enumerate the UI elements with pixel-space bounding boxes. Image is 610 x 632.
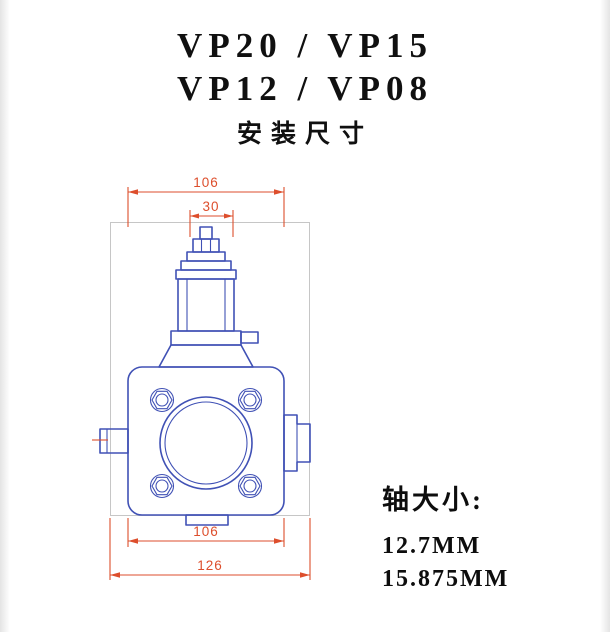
shaft-size-value-1: 12.7MM (382, 533, 482, 559)
bolt-hole-bottom-left (149, 473, 175, 499)
title-line-2: VP12 / VP08 (177, 69, 433, 108)
page-edge-right (600, 0, 610, 632)
dim-label-adjuster-width: 30 (202, 199, 219, 214)
pilot-boss-inner-circle (164, 401, 248, 485)
dimension-flange-width: 106 (127, 518, 285, 547)
bolt-hole-top-left (149, 387, 175, 413)
housing-flange (170, 330, 242, 346)
dimension-overall-width: 126 (109, 518, 311, 580)
shaft-size-value-2: 15.875MM (382, 566, 510, 592)
inlet-port-left (92, 428, 129, 454)
bolt-hole-bottom-right (237, 473, 263, 499)
dim-label-overall-width: 126 (197, 558, 223, 573)
adjuster-locknut (192, 238, 220, 253)
dim-label-top-width: 106 (193, 175, 219, 190)
shaft-size-label: 轴大小: (382, 485, 484, 515)
title-line-1: VP20 / VP15 (177, 26, 433, 65)
title-block: VP20 / VP15 VP12 / VP08 安装尺寸 (0, 24, 610, 150)
subtitle: 安装尺寸 (236, 121, 373, 148)
dimension-top-width: 106 (127, 175, 285, 227)
bottom-tab (185, 514, 229, 526)
housing-side-lug (240, 331, 259, 344)
shaft-size-block: 轴大小: 12.7MM 15.875MM (382, 478, 509, 596)
adjuster-cap (199, 226, 213, 240)
outlet-port-right (283, 414, 311, 472)
flange-outline (127, 366, 285, 516)
adjuster-collar-2 (180, 260, 232, 271)
page-edge-left (0, 0, 10, 632)
adjuster-collar-1 (186, 251, 226, 262)
pump-flange-body (127, 366, 285, 526)
spring-housing-cylinder (177, 278, 235, 332)
pressure-adjuster-stack (158, 226, 259, 368)
housing-base (158, 344, 254, 368)
adjuster-collar-3 (175, 269, 237, 280)
dimension-adjuster-width: 30 (189, 199, 234, 237)
bolt-hole-top-right (237, 387, 263, 413)
pilot-boss-outer-circle (159, 396, 253, 490)
reference-box (110, 222, 310, 516)
dim-label-flange-width: 106 (193, 524, 219, 539)
